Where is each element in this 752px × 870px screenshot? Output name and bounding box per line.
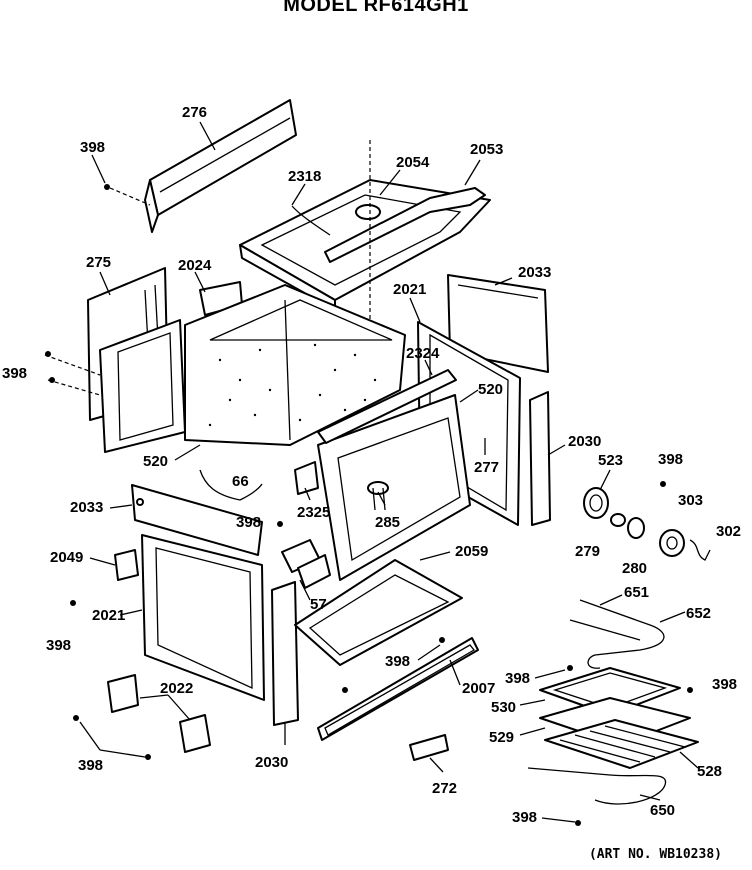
callout-2059: 2059 — [455, 543, 488, 560]
lower-panel-2033 — [131, 484, 263, 556]
bracket-2325 — [294, 461, 319, 495]
model-title: MODEL RF614GH1 — [283, 0, 469, 16]
callout-280: 280 — [622, 560, 647, 577]
callout-2030: 2030 — [255, 754, 288, 771]
callout-652: 652 — [686, 605, 711, 622]
wire-harness-66 — [199, 469, 263, 501]
callout-520: 520 — [143, 453, 168, 470]
switch-57 — [281, 539, 331, 589]
callout-398: 398 — [505, 670, 530, 687]
callout-2053: 2053 — [470, 141, 503, 158]
callout-2024: 2024 — [178, 257, 212, 274]
callout-labels: 276 398 2318 2054 2053 275 2024 2021 203… — [2, 104, 741, 826]
callout-528: 528 — [697, 763, 722, 780]
callout-530: 530 — [491, 699, 516, 716]
callout-398: 398 — [46, 637, 71, 654]
oven-rack-528 — [544, 719, 699, 769]
callout-398: 398 — [236, 514, 261, 531]
callout-2049: 2049 — [50, 549, 83, 566]
callout-57: 57 — [310, 596, 327, 613]
callout-529: 529 — [489, 729, 514, 746]
leveling-brackets-2022 — [107, 674, 211, 753]
callout-398: 398 — [658, 451, 683, 468]
callout-2021: 2021 — [92, 607, 125, 624]
callout-279: 279 — [575, 543, 600, 560]
callout-66: 66 — [232, 473, 249, 490]
rear-trim-276 — [109, 99, 297, 233]
bake-element-650 — [527, 767, 667, 805]
callout-2021: 2021 — [393, 281, 426, 298]
oven-insulation — [184, 284, 406, 446]
callout-2033: 2033 — [518, 264, 551, 281]
callout-398: 398 — [2, 365, 27, 382]
callout-398: 398 — [512, 809, 537, 826]
callout-2054: 2054 — [396, 154, 430, 171]
callout-272: 272 — [432, 780, 457, 797]
front-trim-2030-left — [271, 581, 299, 726]
callout-2030: 2030 — [568, 433, 601, 450]
callout-302: 302 — [716, 523, 741, 540]
broil-element-651 — [569, 599, 665, 669]
art-number: (ART NO. WB10238) — [588, 847, 722, 862]
screws-398 — [45, 184, 693, 826]
callout-398: 398 — [78, 757, 103, 774]
callout-520: 520 — [478, 381, 503, 398]
oven-front-frame-520 — [317, 369, 471, 581]
control-knobs — [583, 487, 711, 561]
callout-2325: 2325 — [297, 504, 330, 521]
callout-398: 398 — [385, 653, 410, 670]
callout-2033: 2033 — [70, 499, 103, 516]
leader-lines — [79, 121, 699, 823]
front-trim-2030-right — [529, 391, 551, 526]
callout-523: 523 — [598, 452, 623, 469]
side-frame-2021-lower — [141, 534, 265, 701]
terminal-block-272 — [409, 734, 449, 761]
callout-398: 398 — [80, 139, 105, 156]
callout-275: 275 — [86, 254, 111, 271]
callout-303: 303 — [678, 492, 703, 509]
callout-651: 651 — [624, 584, 649, 601]
callout-277: 277 — [474, 459, 499, 476]
callout-650: 650 — [650, 802, 675, 819]
callout-2324: 2324 — [406, 345, 440, 362]
callout-276: 276 — [182, 104, 207, 121]
side-frame-left — [44, 319, 186, 453]
kick-panel-2007 — [317, 637, 479, 741]
oven-bottom-2059 — [294, 559, 463, 666]
rear-panel-2033 — [447, 274, 549, 373]
callout-398: 398 — [712, 676, 737, 693]
callout-2007: 2007 — [462, 680, 495, 697]
callout-2022: 2022 — [160, 680, 193, 697]
callout-285: 285 — [375, 514, 400, 531]
callout-2318: 2318 — [288, 168, 321, 185]
block-2049 — [114, 549, 139, 581]
